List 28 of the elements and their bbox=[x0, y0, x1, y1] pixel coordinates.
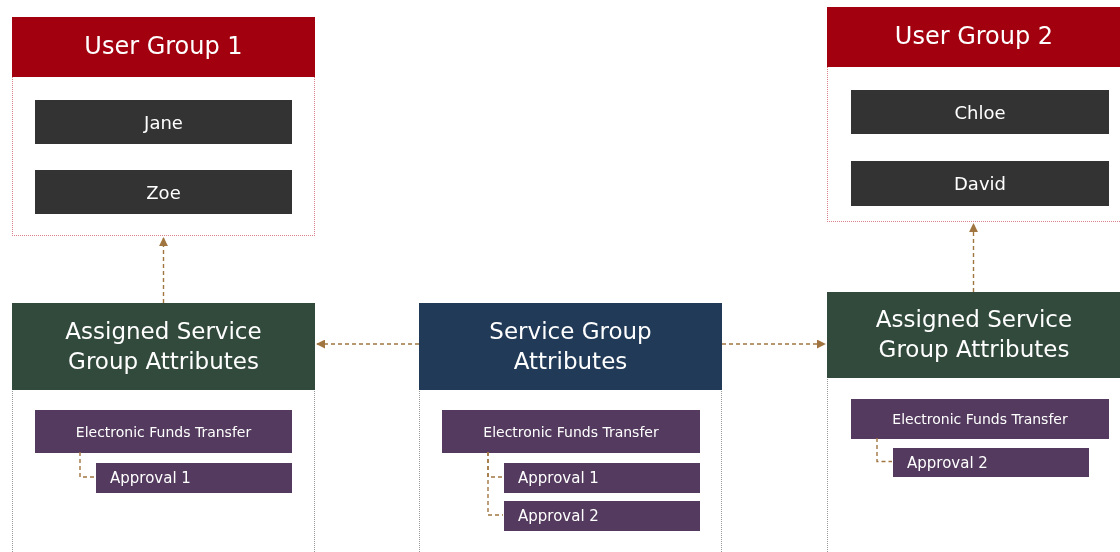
arrow bbox=[969, 223, 978, 293]
arrow bbox=[316, 339, 420, 349]
arrow bbox=[721, 339, 826, 349]
connector-line bbox=[876, 437, 893, 463]
user-box: David bbox=[851, 161, 1109, 206]
arrow bbox=[159, 237, 168, 304]
service-box: Approval 1 bbox=[96, 463, 292, 493]
group-panel bbox=[827, 292, 1120, 552]
service-box: Approval 1 bbox=[504, 463, 700, 493]
service-box: Electronic Funds Transfer bbox=[851, 399, 1109, 439]
service-box: Approval 2 bbox=[893, 448, 1089, 477]
group-panel bbox=[827, 7, 1120, 222]
panel-header: Assigned Service Group Attributes bbox=[12, 303, 315, 390]
panel-header: Assigned Service Group Attributes bbox=[827, 292, 1120, 378]
user-box: Chloe bbox=[851, 90, 1109, 134]
group-panel bbox=[12, 303, 315, 552]
user-box: Zoe bbox=[35, 170, 292, 214]
panel-header: Service Group Attributes bbox=[419, 303, 722, 390]
group-panel bbox=[419, 303, 722, 552]
panel-header: User Group 1 bbox=[12, 17, 315, 77]
panel-header: User Group 2 bbox=[827, 7, 1120, 67]
user-box: Jane bbox=[35, 100, 292, 144]
group-panel bbox=[12, 17, 315, 236]
connector-line bbox=[487, 451, 504, 516]
service-box: Electronic Funds Transfer bbox=[35, 410, 292, 453]
service-box: Approval 2 bbox=[504, 501, 700, 531]
service-box: Electronic Funds Transfer bbox=[442, 410, 700, 453]
connector-line bbox=[79, 451, 96, 478]
